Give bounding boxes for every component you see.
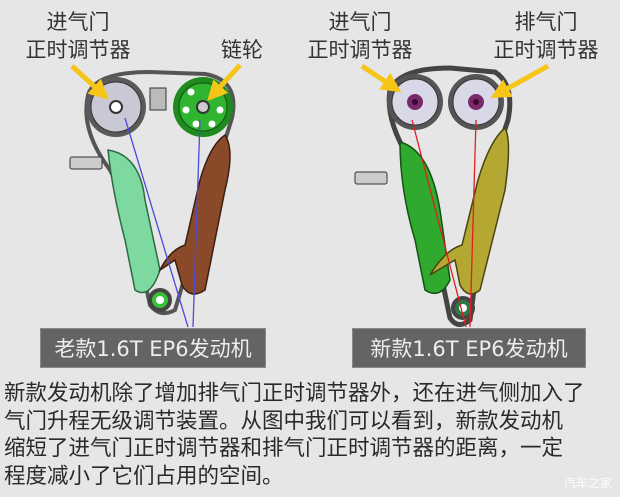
new-engine-label: 新款1.6T EP6发动机 bbox=[352, 328, 586, 368]
right-intake-caption-line1: 进气门 bbox=[328, 10, 392, 34]
description-line: 缩短了进气门正时调节器和排气门正时调节器的距离，一定 bbox=[4, 436, 564, 461]
left-intake-caption-line2: 正时调节器 bbox=[25, 38, 131, 62]
old-engine-label: 老款1.6T EP6发动机 bbox=[40, 328, 266, 368]
description-line: 气门升程无级调节装置。从图中我们可以看到，新款发动机 bbox=[4, 408, 564, 434]
new-engine-drawing bbox=[354, 63, 550, 328]
exhaust-caption-line1: 排气门 bbox=[514, 10, 578, 34]
right-intake-caption: 进气门 正时调节器 bbox=[300, 8, 420, 64]
timing-chain-diagrams bbox=[69, 63, 550, 328]
left-intake-caption: 进气门 正时调节器 bbox=[18, 8, 138, 64]
watermark: 汽车之家 bbox=[563, 476, 612, 490]
old-engine-drawing bbox=[69, 63, 242, 328]
description-line: 程度减小了它们占用的空间。 bbox=[4, 463, 284, 489]
left-intake-caption-line1: 进气门 bbox=[46, 10, 110, 34]
description-paragraph: 新款发动机除了增加排气门正时调节器外，还在进气侧加入了 气门升程无级调节装置。从… bbox=[4, 380, 620, 490]
description-line: 新款发动机除了增加排气门正时调节器外，还在进气侧加入了 bbox=[4, 381, 585, 406]
exhaust-caption-line2: 正时调节器 bbox=[493, 38, 599, 62]
exhaust-caption: 排气门 正时调节器 bbox=[486, 8, 606, 64]
sprocket-caption: 链轮 bbox=[221, 38, 263, 62]
right-intake-caption-line2: 正时调节器 bbox=[307, 38, 413, 62]
